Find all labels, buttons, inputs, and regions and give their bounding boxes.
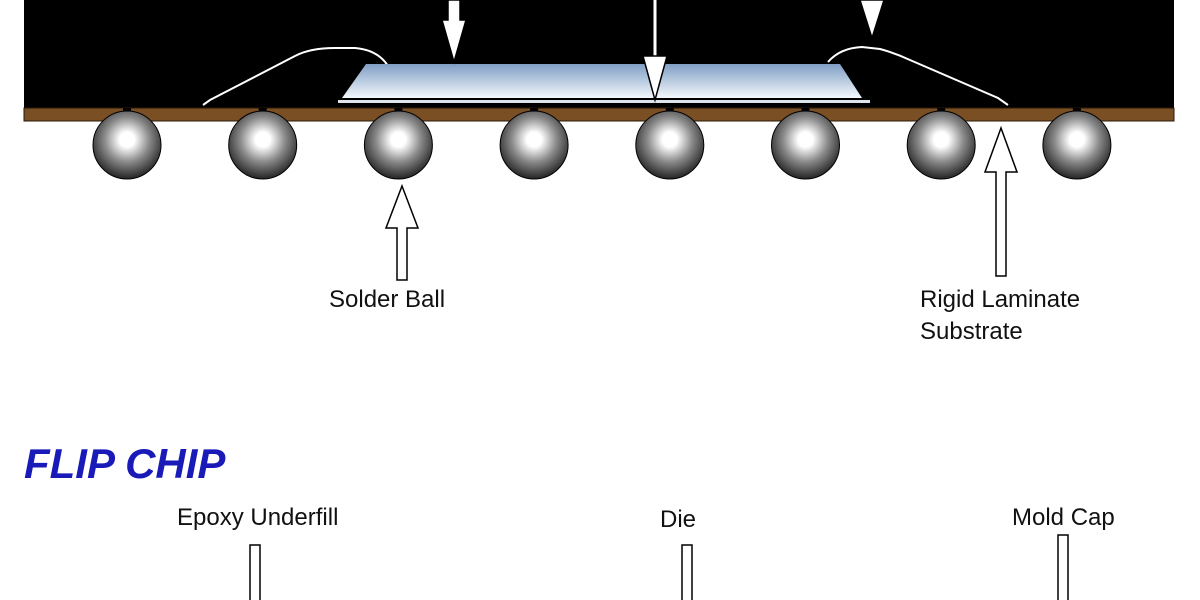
flip-arrow-mold-cap bbox=[1057, 534, 1069, 600]
solder-balls bbox=[92, 108, 1112, 180]
solder-ball bbox=[363, 110, 433, 180]
flip-arrow-die bbox=[681, 544, 693, 600]
solder-ball bbox=[906, 110, 976, 180]
flip-arrow-underfill bbox=[249, 544, 261, 600]
label-substrate-line2: Substrate bbox=[920, 318, 1023, 345]
bond-wire-right bbox=[827, 45, 1009, 106]
bond-wire-left bbox=[202, 47, 389, 106]
down-arrow-right bbox=[859, 0, 885, 41]
solder-ball bbox=[1042, 110, 1112, 180]
substrate bbox=[23, 107, 1175, 122]
down-arrow-left bbox=[441, 0, 467, 65]
label-mold-cap: Mold Cap bbox=[1012, 504, 1115, 531]
up-arrow-substrate bbox=[983, 125, 1019, 277]
solder-ball bbox=[771, 110, 840, 180]
solder-ball bbox=[635, 110, 705, 180]
die-attach bbox=[338, 100, 870, 103]
label-solder-ball: Solder Ball bbox=[329, 286, 446, 313]
up-arrow-solder-ball bbox=[384, 183, 420, 281]
label-substrate-line1: Rigid Laminate bbox=[920, 286, 1081, 313]
label-die: Die bbox=[660, 506, 697, 533]
solder-ball bbox=[499, 110, 569, 180]
solder-ball bbox=[92, 110, 162, 180]
down-arrow-center-head bbox=[642, 55, 668, 103]
die bbox=[342, 64, 862, 98]
solder-ball bbox=[228, 110, 298, 180]
label-epoxy-underfill: Epoxy Underfill bbox=[177, 504, 339, 531]
flip-chip-heading: FLIP CHIP bbox=[24, 440, 226, 487]
